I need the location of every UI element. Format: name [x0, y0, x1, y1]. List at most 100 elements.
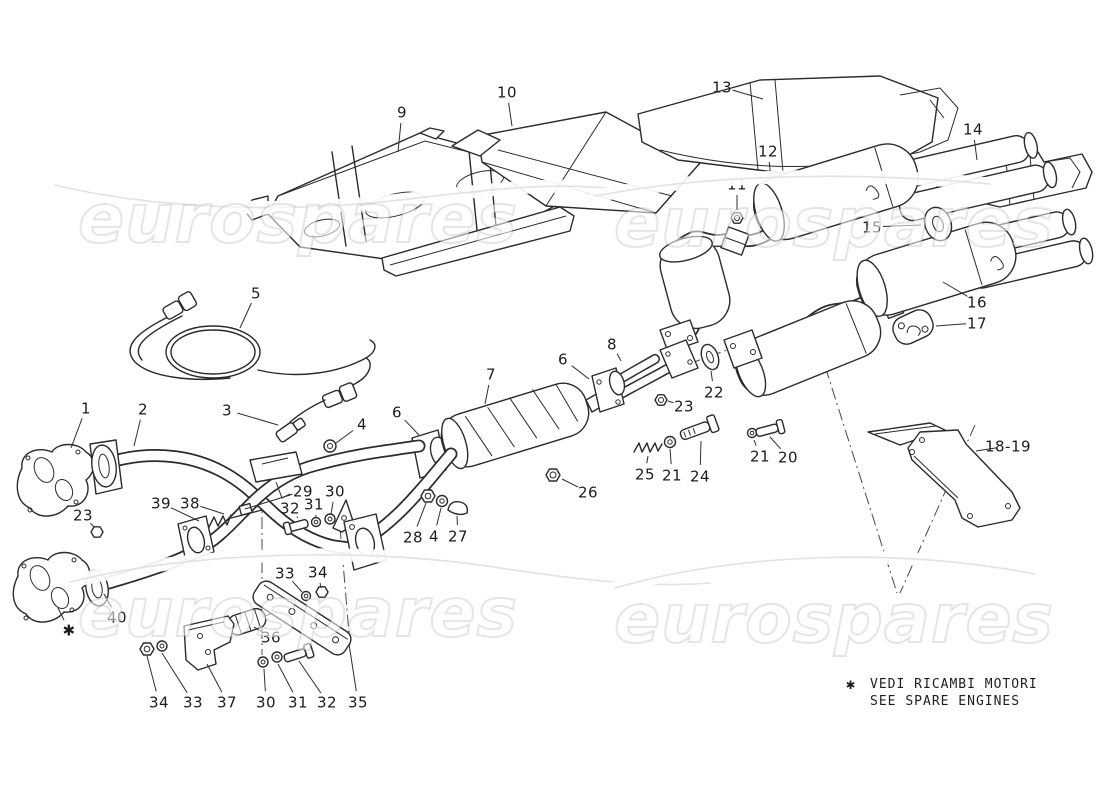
gasket-15 [920, 204, 956, 245]
callout-leader-24 [700, 441, 701, 465]
callout-leader-3 [238, 413, 278, 425]
part-callout-30: 30 [325, 482, 345, 500]
bracket-18-19 [868, 423, 1020, 527]
front-pipes [13, 440, 451, 622]
center-silencer [654, 231, 736, 352]
callout-leader-38 [200, 506, 224, 514]
asterisk-symbol: ✱ [846, 675, 857, 693]
part-callout-31: 31 [288, 693, 308, 711]
part-callout-12: 12 [758, 142, 778, 160]
callout-leader-21 [754, 440, 756, 446]
spare-engines-note: ✱ VEDI RICAMBI MOTORI SEE SPARE ENGINES [846, 676, 1038, 710]
part-callout-10: 10 [497, 83, 517, 101]
part-callout-20: 20 [778, 448, 798, 466]
part-callout-27: 27 [448, 527, 468, 545]
callout-leader-21 [670, 449, 671, 464]
callout-leader-1 [71, 418, 82, 448]
callout-leader-35 [349, 644, 356, 691]
part-callout-4: 4 [357, 415, 367, 433]
callout-leader-33 [162, 653, 187, 693]
part-callout-23: 23 [73, 506, 93, 524]
callout-leader-23 [90, 523, 94, 527]
part-callout-11: 11 [727, 175, 747, 193]
part-callout-7: 7 [486, 365, 496, 383]
callout-leader-16 [943, 282, 968, 296]
callout-leader-39 [171, 508, 199, 521]
part-callout-17: 17 [967, 314, 987, 332]
nut-11 [731, 213, 743, 223]
part-callout-8: 8 [607, 335, 617, 353]
callout-leader-32 [297, 517, 298, 518]
callout-leader-8 [617, 354, 621, 361]
callout-leader-4 [437, 508, 441, 525]
callout-leader-40 [104, 594, 112, 607]
callout-leader-5 [240, 303, 251, 328]
part-callout-34: 34 [308, 563, 328, 581]
part-callout-1: 1 [81, 399, 91, 417]
catalytic-converter-7 [412, 368, 627, 478]
part-callout-25: 25 [635, 465, 655, 483]
part-callout-38: 38 [180, 494, 200, 512]
part-callout-37: 37 [217, 693, 237, 711]
callout-leader-23 [668, 401, 674, 403]
callout-leader-34 [147, 656, 156, 691]
part-callout-33: 33 [275, 564, 295, 582]
lambda-sensor-3 [275, 416, 306, 443]
callout-leader-36 [254, 627, 262, 631]
callout-leader-22 [711, 371, 712, 381]
part-callout-34: 34 [149, 693, 169, 711]
note-line-english: SEE SPARE ENGINES [870, 694, 1021, 709]
lambda-sensor-cables [130, 291, 375, 443]
part-callout-16: 16 [967, 293, 987, 311]
part-callout-13: 13 [712, 78, 732, 96]
note-line-italian: VEDI RICAMBI MOTORI [870, 677, 1038, 692]
callout-leader-30 [264, 669, 265, 691]
part-callout-32: 32 [317, 693, 337, 711]
intermediate-muffler [724, 293, 888, 403]
part-callout-26: 26 [578, 483, 598, 501]
callout-leader-14 [974, 140, 977, 160]
callout-leader-30 [331, 502, 333, 514]
part-callout-6: 6 [392, 403, 402, 421]
part-callout-15: 15 [862, 218, 882, 236]
part-callout-22: 22 [704, 383, 724, 401]
part-callout-21: 21 [750, 447, 770, 465]
part-callout-5: 5 [251, 284, 261, 302]
part-callout-3: 3 [222, 401, 232, 419]
callout-leader-10 [509, 103, 512, 126]
part-callout-31: 31 [304, 495, 324, 513]
callout-leader-37 [207, 664, 222, 692]
part-callout-40: 40 [107, 608, 127, 626]
callout-leader-28 [417, 503, 426, 527]
part-callout-21: 21 [662, 466, 682, 484]
callout-leader-31 [278, 664, 293, 692]
callout-leader-2 [134, 420, 140, 446]
part-callout-14: 14 [963, 120, 983, 138]
callout-leader-4 [336, 430, 353, 443]
part-callout-29: 29 [293, 482, 313, 500]
callout-leader-9 [398, 123, 401, 152]
callout-leader-29 [245, 494, 292, 509]
part-callout-23: 23 [674, 397, 694, 415]
callout-leader-13 [733, 90, 763, 99]
part-callout-24: 24 [690, 467, 710, 485]
callout-leader-25 [647, 456, 648, 463]
part-callout-18-19: 18-19 [985, 437, 1031, 455]
part-callout-36: 36 [261, 628, 281, 646]
callout-leader-17 [936, 324, 966, 326]
part-callout-39: 39 [151, 494, 171, 512]
part-callout-9: 9 [397, 103, 407, 121]
callout-leader-32 [299, 661, 321, 693]
part-callout-6: 6 [558, 350, 568, 368]
part-callout-✱: ✱ [62, 621, 75, 639]
callout-leader-✱ [58, 608, 64, 620]
callout-leader-15 [883, 225, 921, 227]
callout-leader-7 [485, 385, 489, 404]
callout-leader-33 [292, 581, 302, 592]
part-callout-32: 32 [280, 499, 300, 517]
callout-leader-18-19 [976, 448, 997, 451]
callout-leader-6 [405, 420, 419, 435]
rear-muffler-16 [850, 206, 1095, 322]
part-callout-30: 30 [256, 693, 276, 711]
